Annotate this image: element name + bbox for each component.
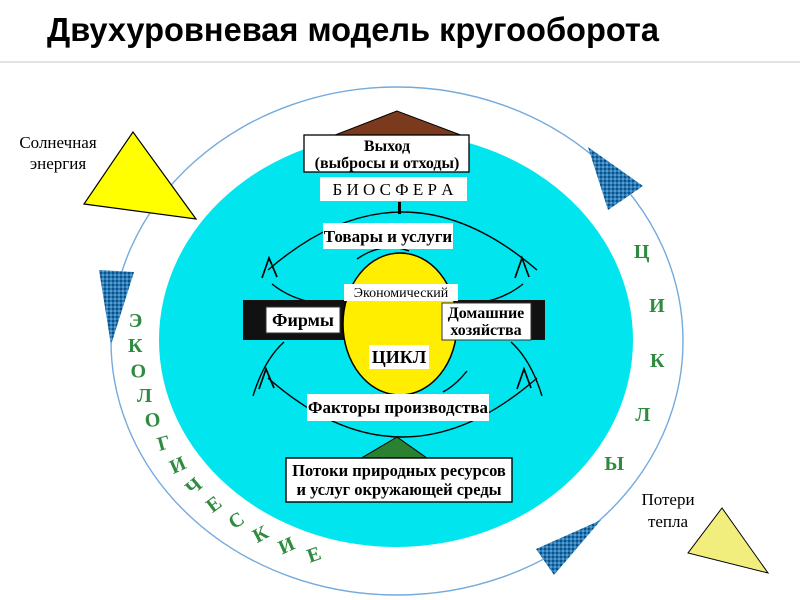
ring-letter: К [128, 335, 143, 357]
page-title: Двухуровневая модель кругооборота [47, 11, 660, 48]
heat-triangle [687, 507, 770, 574]
output-box [303, 134, 470, 173]
ring-letter: Л [137, 385, 152, 407]
heat-label-line1: Потери [641, 490, 694, 509]
flow-triangle-top-right [588, 147, 643, 210]
goods-label: Товары и услуги [324, 227, 453, 246]
ring-letter: О [143, 408, 161, 432]
output-box-line2: (выбросы и отходы) [315, 155, 460, 172]
arrowhead-top-right [514, 255, 530, 279]
ring-letter: Г [155, 431, 173, 456]
ring-letter: Э [129, 310, 143, 332]
cycle-label: ЦИКЛ [372, 347, 427, 367]
ring-letter: О [131, 361, 147, 383]
arrowhead-bottom-right [516, 366, 532, 390]
flow-hook-bottom-right [510, 341, 543, 397]
output-box-line1: Выход [364, 138, 410, 155]
ring-letter: Ы [604, 453, 624, 475]
ring-letters-cycles: Ц И К Л Ы [604, 241, 665, 475]
arrowhead-bottom-left [258, 366, 275, 390]
ring-letter: К [650, 350, 665, 372]
resources-box-line2: и услуг окружающей среды [296, 480, 501, 499]
heat-label-line2: тепла [648, 512, 689, 531]
ring-letter: Л [635, 404, 650, 426]
flow-triangle-left [99, 270, 134, 345]
factors-label-box [307, 394, 489, 421]
top-tick-mark [398, 202, 401, 214]
factors-label: Факторы производства [308, 398, 489, 417]
ring-letter: И [649, 295, 665, 317]
biosphere-label-box [320, 177, 467, 201]
arrowhead-top-left [261, 255, 278, 279]
flow-arrowheads [258, 255, 532, 390]
ring-letter: Ц [634, 241, 650, 263]
solar-label-line2: энергия [30, 154, 87, 173]
flow-hook-ellipse-bottom [442, 370, 468, 393]
resources-box [285, 457, 513, 503]
biosphere-label: Б И О С Ф Е Р А [333, 180, 455, 199]
firms-label: Фирмы [272, 310, 334, 330]
households-label-box [441, 302, 532, 341]
solar-label-line1: Солнечная [19, 133, 97, 152]
resources-box-line1: Потоки природных ресурсов [292, 461, 506, 480]
cycle-label-box [369, 345, 429, 369]
households-label-line1: Домашние [448, 305, 525, 322]
goods-label-box [323, 223, 453, 249]
economic-label: Экономический [354, 286, 449, 301]
economic-cycle-ellipse [342, 252, 458, 396]
economic-label-box [344, 284, 458, 301]
households-label-line2: хозяйства [450, 322, 521, 339]
flow-hook-bottom-left [252, 341, 285, 397]
flow-triangle-bottom-right [536, 520, 601, 575]
goods-flow-arc [267, 211, 538, 271]
factors-flow-arc [267, 377, 538, 438]
firms-label-box [265, 306, 341, 334]
solar-triangle [82, 130, 198, 220]
